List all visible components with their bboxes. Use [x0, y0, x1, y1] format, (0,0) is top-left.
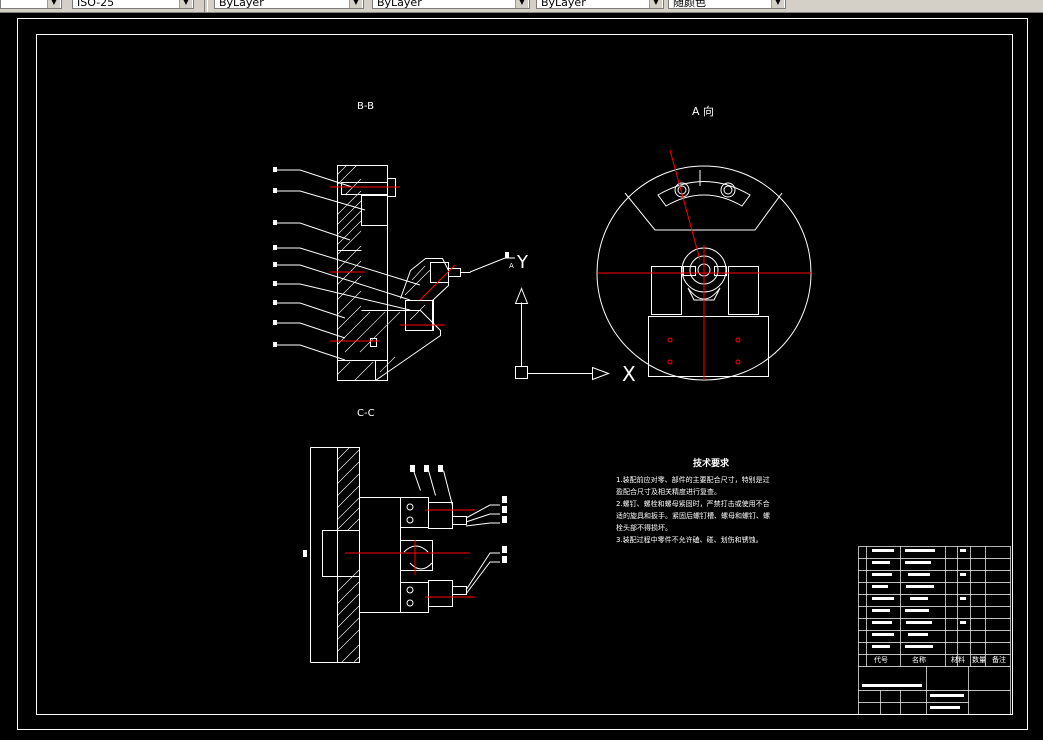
arrow-a-label: A — [509, 262, 514, 270]
bb-section-view — [276, 165, 515, 381]
technical-requirements: 技术要求 1.装配前应对零、部件的主要配合尺寸，特别是过 盈配合尺寸及相关精度进… — [616, 458, 816, 546]
tech-line: 1.装配前应对零、部件的主要配合尺寸，特别是过 — [616, 476, 770, 484]
a-view-centerlines — [598, 149, 812, 380]
part-number-tags — [273, 167, 509, 563]
title-block-text-marks — [862, 549, 966, 709]
lineweight-value: ByLayer — [541, 0, 586, 9]
ucs-x-label: X — [622, 362, 636, 386]
lineweight-combo[interactable]: ByLayer ▼ — [536, 0, 664, 9]
linetype-value: ByLayer — [377, 0, 422, 9]
cc-hatching — [336, 446, 360, 663]
toolbar-separator — [204, 0, 208, 12]
color-combo[interactable]: ByLayer ▼ — [214, 0, 364, 9]
properties-toolbar: ▼ ISO-25 ▼ ByLayer ▼ ByLayer ▼ ByLayer ▼ 随颜色… — [0, 0, 1043, 13]
color-value: ByLayer — [219, 0, 264, 9]
title-block-col-material: 材料 — [951, 656, 965, 664]
view-label-bb: B-B — [357, 101, 374, 112]
title-block-col-qty: 数量 — [972, 656, 986, 664]
title-block-col-name: 名称 — [912, 656, 926, 664]
toolbar-combo-0[interactable]: ▼ — [0, 0, 62, 9]
drawing-canvas[interactable]: B-B A 向 C-C X Y A 技术要求 1.装配前应对零、部件的主要配合尺… — [0, 12, 1043, 740]
technical-requirements-title: 技术要求 — [692, 459, 729, 469]
ucs-icon — [514, 287, 610, 381]
drawing-svg[interactable] — [0, 12, 1043, 740]
tech-line: 盈配合尺寸及相关精度进行复查。 — [616, 488, 721, 496]
bb-centerlines — [330, 186, 456, 342]
dimstyle-value: ISO-25 — [77, 0, 115, 9]
chevron-down-icon[interactable]: ▼ — [771, 0, 784, 8]
tech-line: 2.螺钉、螺栓和螺母紧固时，严禁打击或使用不合 — [616, 500, 770, 508]
chevron-down-icon[interactable]: ▼ — [179, 0, 192, 8]
tech-line: 适的旋具和扳手。紧固后螺钉槽、螺母和螺钉、螺 — [616, 512, 770, 520]
tech-line: 栓头部不得损坏。 — [616, 524, 672, 532]
cc-centerlines — [345, 509, 475, 598]
chevron-down-icon[interactable]: ▼ — [515, 0, 528, 8]
title-block — [858, 546, 1011, 715]
ucs-y-label: Y — [517, 252, 528, 273]
title-block-col-code: 代号 — [874, 656, 888, 664]
cc-section-view — [310, 447, 500, 663]
outer-frame — [17, 18, 1028, 730]
linetype-combo[interactable]: ByLayer ▼ — [372, 0, 530, 9]
inner-frame — [36, 34, 1013, 715]
dimstyle-combo[interactable]: ISO-25 ▼ — [72, 0, 194, 9]
chevron-down-icon[interactable]: ▼ — [649, 0, 662, 8]
chevron-down-icon[interactable]: ▼ — [47, 0, 60, 8]
plotstyle-value: 随颜色 — [673, 0, 706, 9]
view-label-a: A 向 — [692, 105, 715, 118]
plotstyle-combo[interactable]: 随颜色 ▼ — [668, 0, 786, 9]
tech-line: 3.装配过程中零件不允许磕、碰、划伤和锈蚀。 — [616, 536, 763, 544]
title-block-col-note: 备注 — [992, 656, 1006, 664]
view-label-cc: C-C — [357, 408, 375, 419]
bb-hatching — [336, 164, 431, 381]
chevron-down-icon[interactable]: ▼ — [349, 0, 362, 8]
